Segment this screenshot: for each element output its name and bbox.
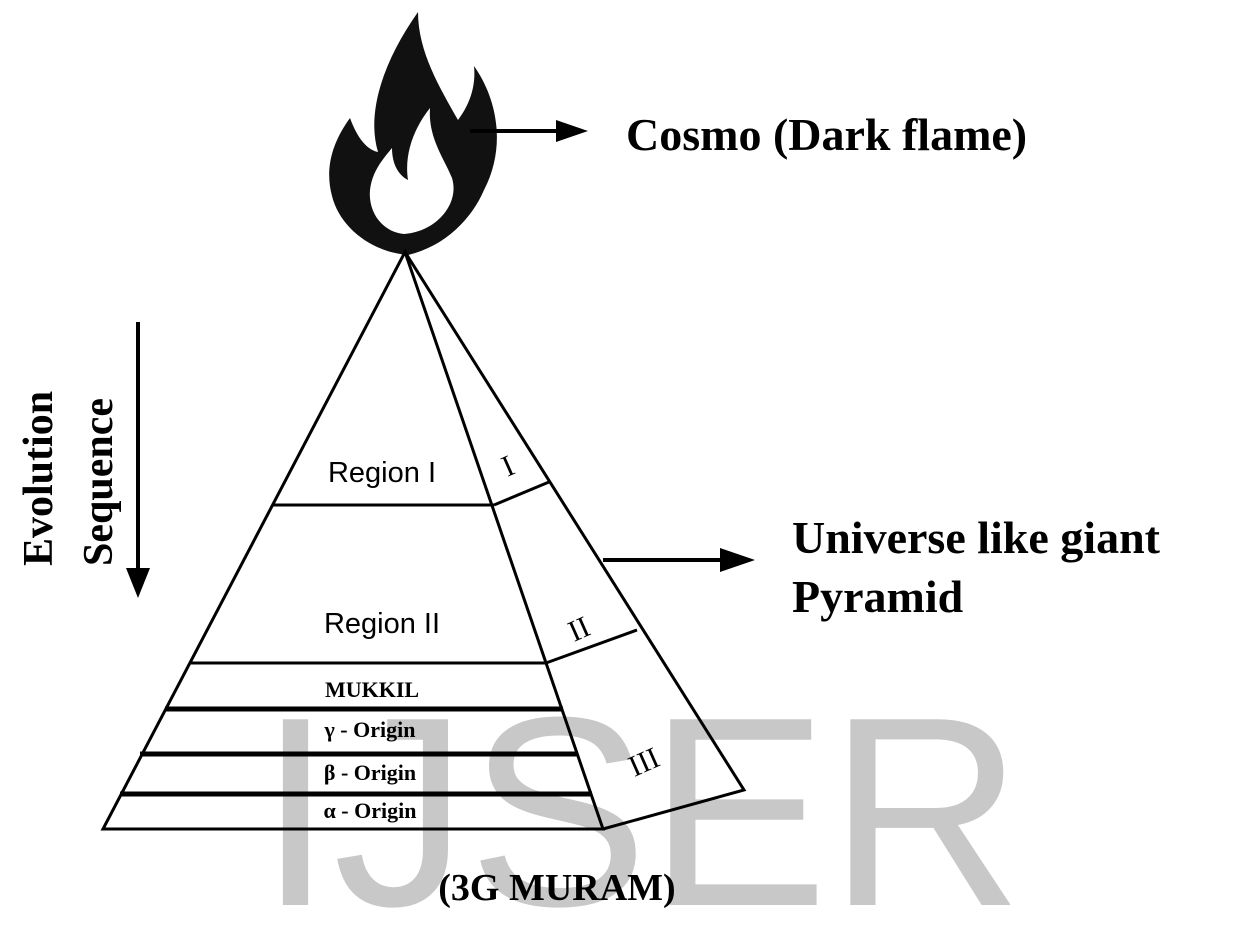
- face2-numeral: II: [563, 610, 595, 648]
- arrow-right-icon: [603, 548, 755, 572]
- pyramid-front-face: [100, 248, 606, 831]
- pyramid: [100, 248, 747, 831]
- face1-divider: [493, 480, 550, 507]
- gamma-origin-label: γ - Origin: [324, 717, 416, 742]
- cosmo-label: Cosmo (Dark flame): [626, 109, 1027, 160]
- arrow-down-icon: [126, 322, 150, 598]
- region1-label: Region I: [328, 457, 436, 489]
- sequence-label: Sequence: [76, 398, 122, 566]
- face1-numeral: I: [497, 449, 520, 483]
- evolution-label: Evolution: [16, 391, 62, 566]
- pyramid-right-face: [403, 251, 747, 831]
- flame-icon: [329, 12, 497, 255]
- universe-label-line2: Pyramid: [792, 571, 964, 622]
- beta-origin-label: β - Origin: [324, 760, 416, 785]
- arrow-right-icon: [470, 120, 588, 142]
- region2-label: Region II: [324, 608, 440, 640]
- pyramid-layer-lines: [120, 706, 592, 797]
- face2-divider: [545, 628, 638, 665]
- universe-label-line1: Universe like giant: [792, 512, 1161, 563]
- mukkil-label: MUKKIL: [325, 677, 419, 702]
- alpha-origin-label: α - Origin: [324, 798, 417, 823]
- caption: (3G MURAM): [438, 867, 675, 909]
